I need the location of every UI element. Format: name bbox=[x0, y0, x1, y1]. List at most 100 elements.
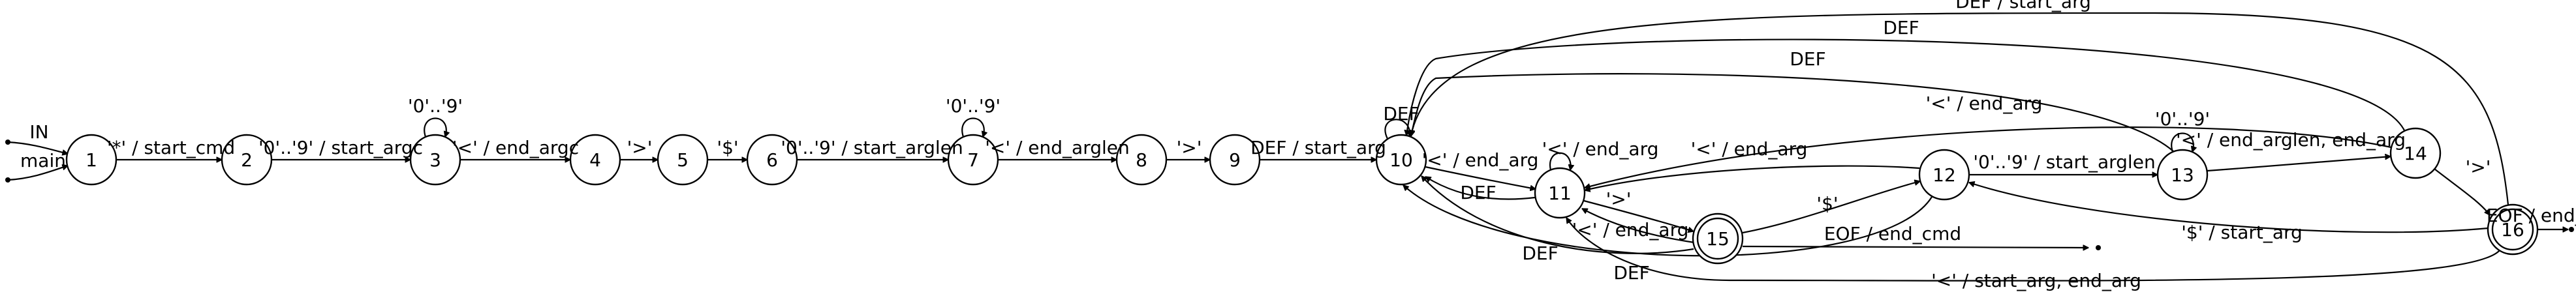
transition-15-to-11 bbox=[1582, 208, 1695, 244]
state-circle bbox=[409, 134, 461, 186]
transition-11-to-15 bbox=[1583, 199, 1694, 231]
state-label: 5 bbox=[677, 149, 689, 171]
state-label: 10 bbox=[1389, 149, 1413, 171]
state-1: 1 bbox=[65, 134, 117, 186]
state-8: 8 bbox=[1115, 134, 1168, 186]
transition-3-to-3 bbox=[424, 117, 446, 138]
transition-label: '<' / end_arg bbox=[1926, 93, 2043, 114]
transition-label: DEF / start_arg bbox=[1250, 137, 1386, 158]
transition-label: '$' bbox=[1816, 193, 1838, 214]
state-circle bbox=[1115, 134, 1168, 186]
state-circle bbox=[1534, 167, 1586, 219]
state-label: 3 bbox=[429, 149, 441, 171]
state-7: 7 bbox=[947, 134, 999, 186]
transition-15-to-12 bbox=[1742, 181, 1920, 234]
transition-13-to-14 bbox=[2207, 156, 2391, 172]
state-16: 16 bbox=[2487, 203, 2539, 256]
state-circle bbox=[569, 134, 621, 186]
transition-label: '0'..'9' / start_arglen bbox=[781, 137, 963, 158]
state-label: 6 bbox=[766, 149, 778, 171]
state-label: 1 bbox=[85, 149, 97, 171]
transition-13-to-10 bbox=[1411, 73, 2174, 152]
state-label: 14 bbox=[2404, 143, 2427, 164]
transition-label: EOF / end_cmd bbox=[2487, 205, 2576, 226]
entry-point-dot bbox=[5, 177, 10, 183]
transition-label: '$' / start_arg bbox=[2181, 222, 2303, 243]
transition-11-to-10 bbox=[1425, 176, 1536, 200]
transition-label: '<' / end_arg bbox=[1572, 219, 1689, 241]
transition-label: '0'..'9' / start_argc bbox=[258, 137, 423, 158]
transition-16-to-11 bbox=[1566, 218, 2500, 282]
transition-label: '0'..'9' bbox=[408, 95, 463, 117]
transition-label: '<' / end_arg bbox=[1691, 138, 1808, 160]
state-4: 4 bbox=[569, 134, 621, 186]
transition-label: DEF bbox=[1460, 182, 1496, 203]
transition-label: '>' bbox=[1177, 137, 1202, 158]
state-label: 11 bbox=[1548, 183, 1572, 204]
transition-7-to-7 bbox=[961, 117, 984, 138]
transition-label: '>' bbox=[627, 137, 653, 158]
transition-label: '>' bbox=[2466, 156, 2491, 178]
transition-label: DEF bbox=[1522, 243, 1558, 264]
state-14: 14 bbox=[2389, 127, 2442, 179]
state-11: 11 bbox=[1534, 167, 1586, 219]
transition-12-to-11 bbox=[1585, 165, 1920, 190]
transition-label: '<' / end_argc bbox=[452, 137, 579, 158]
transition-label: DEF bbox=[1883, 17, 1919, 38]
transition-16-to-12 bbox=[1969, 183, 2489, 233]
state-label: 2 bbox=[241, 149, 253, 171]
state-2: 2 bbox=[221, 134, 273, 186]
state-circle bbox=[65, 134, 117, 186]
transition-start-main-to-1 bbox=[7, 166, 68, 181]
transition-13-to-13 bbox=[2171, 132, 2194, 153]
state-3: 3 bbox=[409, 134, 461, 186]
transition-15-to-10 bbox=[1421, 176, 1694, 254]
state-label: 8 bbox=[1136, 149, 1147, 171]
state-label: 15 bbox=[1706, 228, 1730, 250]
transition-15-to-end-15 bbox=[1742, 246, 2088, 248]
transition-14-to-16 bbox=[2434, 168, 2491, 215]
accepting-state-ring bbox=[1696, 217, 1739, 260]
state-label: 12 bbox=[1932, 164, 1956, 186]
transition-14-to-10 bbox=[1406, 38, 2405, 136]
transition-label: '>' bbox=[1606, 188, 1632, 210]
transition-12-to-10 bbox=[1403, 185, 1932, 257]
state-label: 13 bbox=[2171, 164, 2194, 186]
transition-label: main bbox=[20, 150, 66, 171]
state-5: 5 bbox=[657, 134, 709, 186]
state-label: 16 bbox=[2501, 219, 2524, 241]
state-6: 6 bbox=[746, 134, 798, 186]
transition-label: DEF bbox=[1383, 103, 1419, 125]
transition-11-to-11 bbox=[1549, 152, 1571, 170]
state-label: 7 bbox=[967, 149, 979, 171]
state-13: 13 bbox=[2156, 149, 2209, 201]
accepting-state-ring bbox=[2491, 208, 2534, 251]
transition-14-to-11 bbox=[1585, 126, 2392, 188]
transition-label: '0'..'9' / start_arglen bbox=[1973, 151, 2155, 173]
transition-label: DEF bbox=[1790, 48, 1825, 70]
state-circle bbox=[746, 134, 798, 186]
state-label: 9 bbox=[1229, 149, 1241, 171]
state-circle bbox=[657, 134, 709, 186]
state-circle bbox=[1375, 134, 1427, 186]
transition-label: '*' / start_cmd bbox=[107, 137, 235, 158]
state-circle bbox=[947, 134, 999, 186]
state-12: 12 bbox=[1918, 149, 1970, 201]
transition-label: EOF / end_cmd bbox=[1824, 223, 1961, 244]
transition-label: DEF / start_arg bbox=[1955, 0, 2091, 12]
state-circle bbox=[221, 134, 273, 186]
transition-start-in-to-1 bbox=[7, 141, 68, 154]
transition-16-to-10 bbox=[1411, 12, 2509, 205]
state-15: 15 bbox=[1692, 213, 1744, 265]
state-circle bbox=[2389, 127, 2442, 179]
transition-label: DEF bbox=[1613, 262, 1649, 284]
state-label: 4 bbox=[589, 149, 601, 171]
transition-10-to-11 bbox=[1425, 166, 1536, 189]
transition-label: '<' / end_arg bbox=[1542, 138, 1659, 160]
transition-label: '0'..'9' bbox=[2155, 108, 2210, 130]
exit-point-dot bbox=[2096, 245, 2101, 250]
exit-point-dot bbox=[2569, 227, 2574, 232]
state-10: 10 bbox=[1375, 134, 1427, 186]
